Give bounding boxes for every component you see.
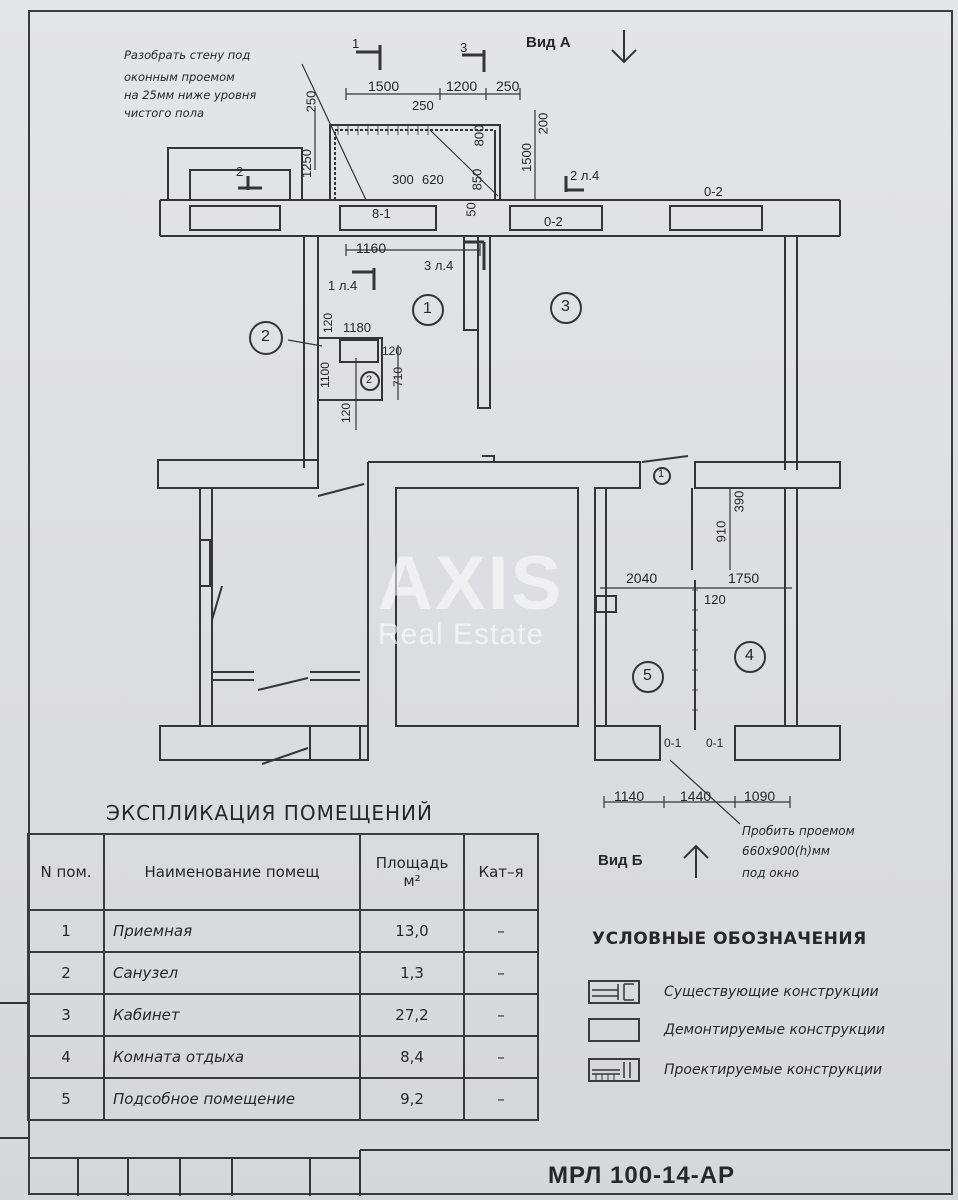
row-area: 27,2 — [359, 993, 465, 1037]
dim-1140: 1140 — [614, 788, 645, 804]
legend-item-existing: Существующие конструкции — [588, 980, 928, 1006]
legend-title: УСЛОВНЫЕ ОБОЗНАЧЕНИЯ — [592, 929, 867, 949]
row-name: Комната отдыха — [103, 1035, 361, 1079]
drawing-code: МРЛ 100-14-АР — [548, 1162, 736, 1189]
table-row: 5 Подсобное помещение 9,2 – — [27, 1077, 539, 1121]
mark-0-2-b: 0-2 — [704, 184, 723, 199]
section-mark-3-sheet-4: 3 л.4 — [424, 258, 454, 273]
row-name: Подсобное помещение — [103, 1077, 361, 1121]
dim-300: 300 — [392, 172, 414, 187]
row-name: Кабинет — [103, 993, 361, 1037]
legend-label: Демонтируемые конструкции — [664, 1022, 885, 1038]
row-area: 13,0 — [359, 909, 465, 953]
dim-1180: 1180 — [343, 320, 371, 335]
dim-120-d: 120 — [704, 592, 726, 607]
explication-header-row: N пом. Наименование помещ Площадь м² Кат… — [27, 833, 539, 911]
dim-250-inner: 250 — [412, 98, 434, 113]
section-mark-2-sheet-4: 2 л.4 — [570, 168, 600, 183]
demolish-note-line-2: оконным проемом — [124, 70, 235, 84]
mark-0-1-b: 0-1 — [706, 736, 724, 750]
dim-120-b: 120 — [382, 344, 403, 358]
dim-1500-top: 1500 — [368, 78, 400, 94]
dim-1160: 1160 — [356, 240, 387, 256]
row-category: – — [463, 1035, 539, 1079]
legend-item-demolished: Демонтируемые конструкции — [588, 1018, 928, 1044]
table-row: 1 Приемная 13,0 – — [27, 909, 539, 953]
legend-item-projected: Проектируемые конструкции — [588, 1058, 928, 1084]
dim-1750: 1750 — [728, 570, 760, 586]
table-row: 3 Кабинет 27,2 – — [27, 993, 539, 1037]
dim-1440: 1440 — [680, 788, 712, 804]
dim-620: 620 — [422, 172, 444, 187]
explication-table: N пом. Наименование помещ Площадь м² Кат… — [27, 833, 539, 1121]
row-number: 3 — [27, 993, 105, 1037]
section-mark-1-sheet-4: 1 л.4 — [328, 278, 358, 293]
section-mark-1: 1 — [352, 36, 360, 51]
row-category: – — [463, 1077, 539, 1121]
row-number: 4 — [27, 1035, 105, 1079]
row-category: – — [463, 951, 539, 995]
watermark-sub: Real Estate — [378, 618, 545, 651]
row-name: Санузел — [103, 951, 361, 995]
section-mark-3: 3 — [460, 40, 468, 55]
row-number: 1 — [27, 909, 105, 953]
room-number-1: 1 — [423, 300, 432, 317]
mark-bath-2: 2 — [366, 374, 373, 386]
opening-note-line-3: под окно — [742, 866, 800, 880]
dim-1090: 1090 — [744, 788, 776, 804]
view-a-label: Вид А — [526, 34, 571, 51]
room-number-5: 5 — [643, 667, 652, 684]
room-number-2: 2 — [261, 328, 270, 345]
legend-label: Проектируемые конструкции — [664, 1062, 883, 1078]
header-category: Кат–я — [463, 833, 539, 911]
demolish-note-line-3: на 25мм ниже уровня — [124, 88, 257, 102]
mark-0-1-a: 0-1 — [664, 736, 682, 750]
opening-note-line-2: 660х900(h)мм — [742, 844, 830, 858]
header-number: N пом. — [27, 833, 105, 911]
dim-250-top: 250 — [496, 78, 520, 94]
row-number: 2 — [27, 951, 105, 995]
row-category: – — [463, 909, 539, 953]
room-number-3: 3 — [561, 298, 570, 315]
header-name: Наименование помещ — [103, 833, 361, 911]
dim-1200-top: 1200 — [446, 78, 478, 94]
row-category: – — [463, 993, 539, 1037]
table-row: 2 Санузел 1,3 – — [27, 951, 539, 995]
projected-structure-swatch-icon — [588, 1058, 640, 1082]
watermark-brand: AXIS — [378, 541, 564, 626]
row-name: Приемная — [103, 909, 361, 953]
header-area: Площадь м² — [359, 833, 465, 911]
room-number-4: 4 — [745, 647, 754, 664]
mark-door-1: 1 — [658, 468, 665, 480]
explication-title: ЭКСПЛИКАЦИЯ ПОМЕЩЕНИЙ — [106, 801, 433, 825]
view-b-label: Вид Б — [598, 852, 643, 869]
demolish-note-line-4: чистого пола — [124, 106, 205, 120]
opening-note-line-1: Пробить проемом — [742, 824, 855, 838]
mark-8-1: 8-1 — [372, 206, 391, 221]
existing-structure-swatch-icon — [588, 980, 640, 1004]
mark-0-2-a: 0-2 — [544, 214, 563, 229]
dim-2040: 2040 — [626, 570, 658, 586]
demolish-note-line-1: Разобрать стену под — [124, 48, 251, 62]
table-row: 4 Комната отдыха 8,4 – — [27, 1035, 539, 1079]
legend-label: Существующие конструкции — [664, 984, 879, 1000]
demolished-structure-swatch-icon — [588, 1018, 640, 1042]
drawing-frame — [28, 10, 953, 1195]
row-area: 9,2 — [359, 1077, 465, 1121]
section-mark-2: 2 — [236, 164, 244, 179]
row-number: 5 — [27, 1077, 105, 1121]
row-area: 1,3 — [359, 951, 465, 995]
row-area: 8,4 — [359, 1035, 465, 1079]
